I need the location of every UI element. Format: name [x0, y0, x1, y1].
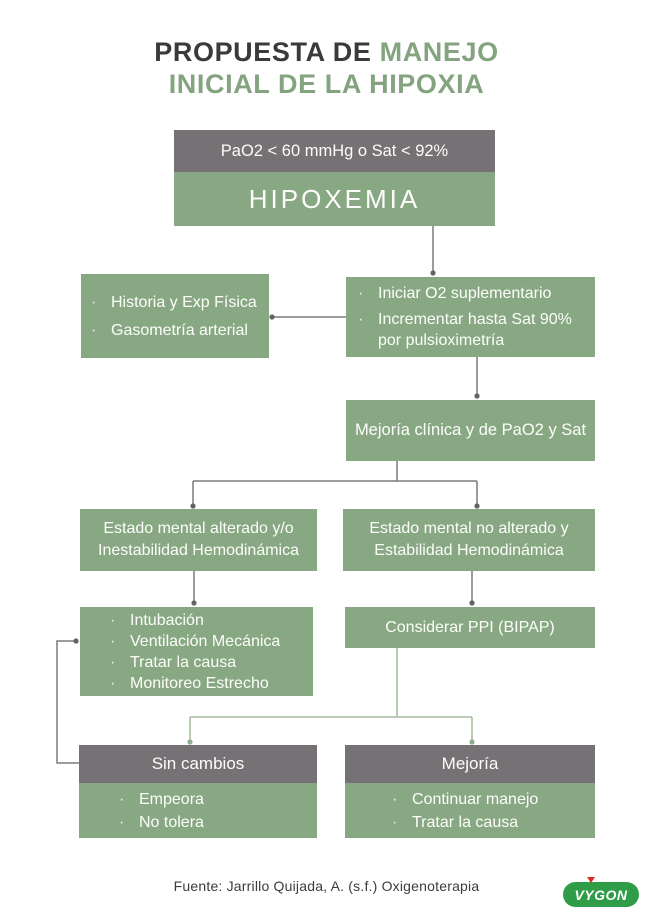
intubation-item-text: Intubación [130, 611, 204, 629]
bullet-dot: · [110, 611, 116, 629]
connector-nochange-feedback [56, 640, 79, 764]
source-citation: Fuente: Jarrillo Quijada, A. (s.f.) Oxig… [173, 878, 480, 894]
condition-box: PaO2 < 60 mmHg o Sat < 92% [174, 130, 495, 172]
no-change-header-text: Sin cambios [151, 754, 245, 773]
assessment-item-text: Gasometría arterial [111, 321, 248, 339]
improvement-item: · Tratar la causa [392, 812, 591, 833]
unstable-line1: Estado mental alterado y/o [103, 520, 294, 537]
hipoxemia-text: HIPOXEMIA [248, 183, 421, 214]
ppi-text: Considerar PPI (BIPAP) [385, 618, 555, 636]
evaluation-box: Mejoría clínica y de PaO2 y Sat [346, 400, 595, 461]
unstable-box: Estado mental alterado y/o Inestabilidad… [80, 509, 317, 571]
improvement-header: Mejoría [345, 745, 595, 783]
intubation-box: · Intubación · Ventilación Mecánica · Tr… [80, 607, 313, 696]
stable-line2: Estabilidad Hemodinámica [374, 542, 564, 559]
page-title: PROPUESTA DE MANEJO INICIAL DE LA HIPOXI… [0, 36, 653, 100]
bullet-dot: · [91, 321, 97, 339]
logo-triangle-icon [587, 877, 595, 883]
intubation-item-text: Monitoreo Estrecho [130, 674, 269, 692]
ppi-box: Considerar PPI (BIPAP) [345, 607, 595, 648]
no-change-body: · Empeora · No tolera [79, 783, 317, 838]
no-change-item-text: No tolera [139, 813, 204, 831]
vygon-logo: VYGON [563, 877, 639, 907]
improvement-body: · Continuar manejo · Tratar la causa [345, 783, 595, 838]
arrow-dot [191, 600, 197, 606]
stable-line1: Estado mental no alterado y [369, 520, 569, 537]
bullet-dot: · [91, 293, 97, 311]
improvement-header-text: Mejoría [441, 754, 499, 773]
oxygen-item: · Incrementar hasta Sat 90% por pulsioxi… [358, 309, 589, 351]
improvement-item-text: Tratar la causa [412, 813, 519, 831]
intubation-item: · Ventilación Mecánica [110, 631, 309, 652]
bullet-dot: · [358, 311, 364, 328]
arrow-dot [474, 393, 480, 399]
oxygen-item-text: Iniciar O2 suplementario [378, 285, 552, 302]
bullet-dot: · [119, 790, 125, 808]
bullet-dot: · [110, 674, 116, 692]
arrow-dot [73, 638, 79, 644]
oxygen-item: · Iniciar O2 suplementario [358, 283, 589, 304]
stable-box: Estado mental no alterado y Estabilidad … [343, 509, 595, 571]
bullet-dot: · [110, 632, 116, 650]
improvement-item: · Continuar manejo [392, 789, 591, 810]
arrow-dot [269, 314, 275, 320]
bullet-dot: · [358, 285, 364, 302]
arrow-dot [190, 503, 196, 509]
condition-text: PaO2 < 60 mmHg o Sat < 92% [220, 141, 449, 160]
no-change-item: · Empeora [119, 789, 313, 810]
intubation-item-text: Tratar la causa [130, 653, 237, 671]
no-change-item: · No tolera [119, 812, 313, 833]
arrow-dot [474, 503, 480, 509]
arrow-dot-green [187, 739, 193, 745]
assessment-box: · Historia y Exp Física · Gasometría art… [81, 274, 269, 358]
no-change-header: Sin cambios [79, 745, 317, 783]
arrow-dot [469, 600, 475, 606]
evaluation-text: Mejoría clínica y de PaO2 y Sat [354, 421, 587, 439]
oxygen-item-text: Incrementar hasta Sat 90% por pulsioxime… [378, 311, 572, 349]
arrow-dot [430, 270, 436, 276]
title-line2: INICIAL DE LA HIPOXIA [168, 69, 485, 99]
title-highlight: MANEJO [379, 37, 499, 67]
bullet-dot: · [110, 653, 116, 671]
bullet-dot: · [392, 813, 398, 831]
logo-text: VYGON [574, 886, 628, 903]
unstable-line2: Inestabilidad Hemodinámica [98, 542, 299, 559]
assessment-item: · Gasometría arterial [91, 320, 265, 341]
intubation-item: · Tratar la causa [110, 652, 309, 673]
assessment-item: · Historia y Exp Física [91, 292, 265, 313]
improvement-item-text: Continuar manejo [412, 790, 539, 808]
intubation-item: · Monitoreo Estrecho [110, 673, 309, 694]
title-prefix: PROPUESTA DE [154, 37, 380, 67]
hipoxemia-box: HIPOXEMIA [174, 172, 495, 226]
bullet-dot: · [119, 813, 125, 831]
intubation-item: · Intubación [110, 610, 309, 631]
bullet-dot: · [392, 790, 398, 808]
arrow-dot-green [469, 739, 475, 745]
no-change-item-text: Empeora [139, 790, 204, 808]
intubation-item-text: Ventilación Mecánica [130, 632, 281, 650]
connector-evaluation-split [192, 461, 478, 506]
assessment-item-text: Historia y Exp Física [111, 293, 257, 311]
oxygen-box: · Iniciar O2 suplementario · Incrementar… [346, 277, 595, 357]
